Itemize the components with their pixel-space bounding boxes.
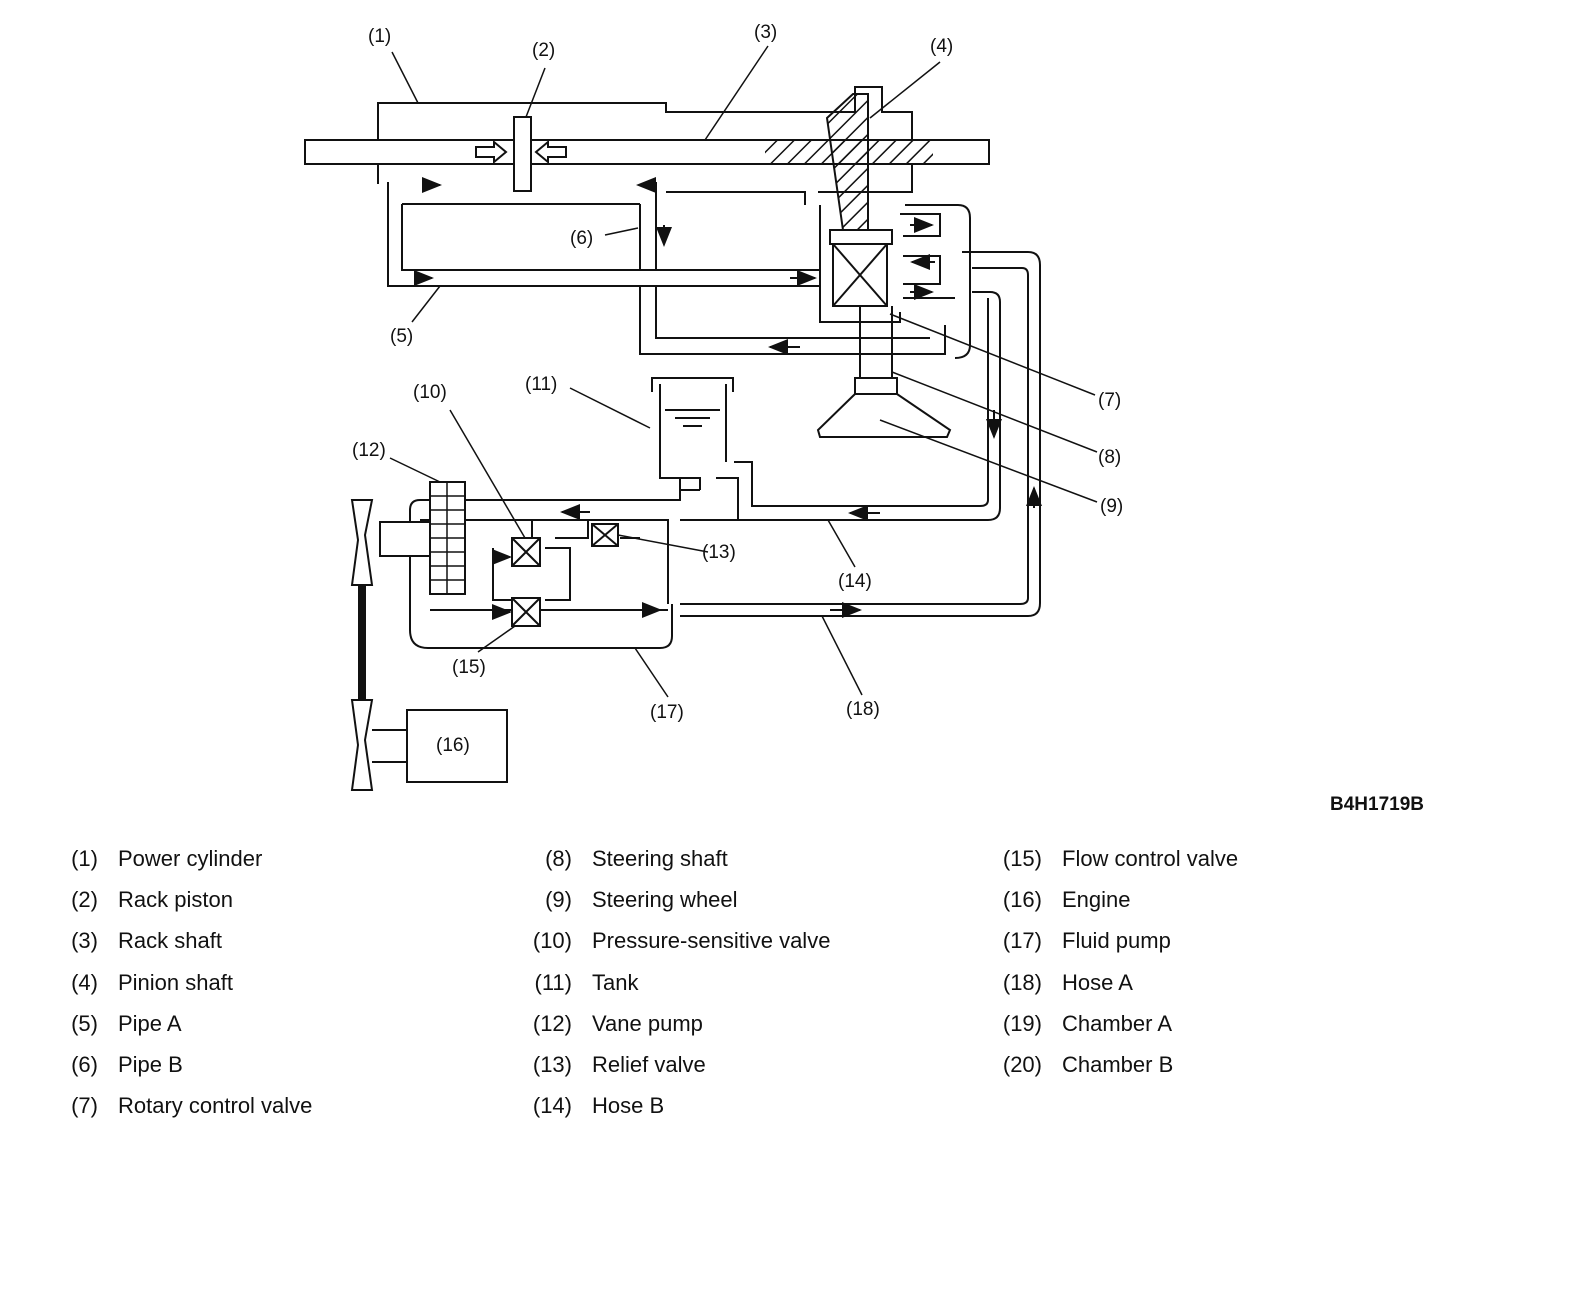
legend-item: (5)Pipe A <box>71 1010 182 1036</box>
legend-item: (9)Steering wheel <box>545 886 738 912</box>
power-cylinder <box>377 86 913 193</box>
legend-item: (1)Power cylinder <box>71 845 263 871</box>
tank <box>651 377 734 500</box>
hose-b <box>716 291 1001 521</box>
legend-item: (8)Steering shaft <box>545 845 728 871</box>
legend-item: (18)Hose A <box>1002 969 1133 995</box>
legend-item: (3)Rack shaft <box>71 928 222 954</box>
legend-item: (11)Tank <box>534 969 639 995</box>
legend-item: (15)Flow control valve <box>1002 845 1239 871</box>
callout-18: (18) <box>846 699 880 720</box>
rack-piston <box>513 116 532 192</box>
callout-17: (17) <box>650 702 684 723</box>
legend-item: (2)Rack piston <box>71 886 233 912</box>
legend-column-3: (15)Flow control valve (16)Engine (17)Fl… <box>990 838 1238 1086</box>
steering-shaft <box>859 306 893 378</box>
callout-16: (16) <box>436 735 470 756</box>
engine <box>406 709 508 783</box>
callout-11: (11) <box>525 374 557 395</box>
fluid-pump <box>409 489 700 649</box>
legend-column-1: (1)Power cylinder (2)Rack piston (3)Rack… <box>62 838 312 1127</box>
legend-item: (10)Pressure-sensitive valve <box>532 928 831 954</box>
steering-wheel <box>816 393 952 438</box>
callout-1: (1) <box>368 26 391 47</box>
callout-15: (15) <box>452 657 486 678</box>
callout-10: (10) <box>413 382 447 403</box>
power-steering-diagram: (1) (2) (3) (4) (5) (6) (7) (8) (9) (10)… <box>304 22 1424 815</box>
pipe-b <box>639 182 806 270</box>
legend-item: (16)Engine <box>1002 886 1131 912</box>
callout-14: (14) <box>838 571 872 592</box>
legend-item: (6)Pipe B <box>71 1052 183 1078</box>
legend: (1)Power cylinder (2)Rack piston (3)Rack… <box>0 838 1584 1138</box>
callout-3: (3) <box>754 22 777 43</box>
legend-item: (14)Hose B <box>532 1093 665 1119</box>
legend-item: (19)Chamber A <box>1002 1010 1173 1036</box>
callout-8: (8) <box>1098 447 1121 468</box>
legend-column-2: (8)Steering shaft (9)Steering wheel (10)… <box>520 838 831 1127</box>
belt <box>358 584 366 701</box>
pipe-a <box>387 182 820 287</box>
legend-item: (4)Pinion shaft <box>71 969 233 995</box>
figure-code: B4H1719B <box>1330 794 1424 815</box>
legend-item: (12)Vane pump <box>532 1010 703 1036</box>
callout-6: (6) <box>570 228 593 249</box>
pinion-shaft <box>825 93 869 231</box>
callout-13: (13) <box>702 542 736 563</box>
callout-9: (9) <box>1100 496 1123 517</box>
callout-4: (4) <box>930 36 953 57</box>
legend-item: (7)Rotary control valve <box>71 1093 313 1119</box>
pump-pulley <box>350 499 374 586</box>
callout-5: (5) <box>390 326 413 347</box>
callout-2: (2) <box>532 40 555 61</box>
legend-item: (17)Fluid pump <box>1002 928 1171 954</box>
legend-item: (20)Chamber B <box>1002 1052 1174 1078</box>
callout-7: (7) <box>1098 390 1121 411</box>
legend-item: (13)Relief valve <box>532 1052 706 1078</box>
callout-12: (12) <box>352 440 386 461</box>
